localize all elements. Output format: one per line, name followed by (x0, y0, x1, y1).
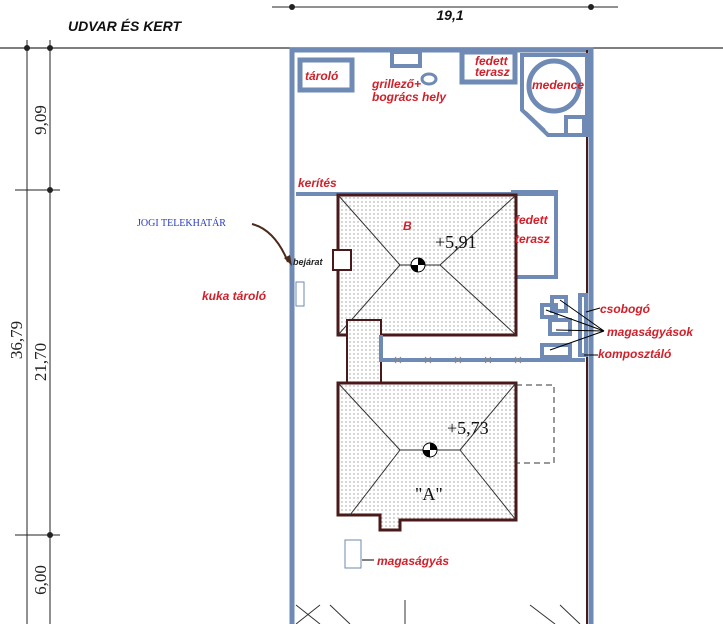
pool (526, 58, 582, 114)
dimension-seg2: 21,70 (31, 343, 50, 381)
label-terrace-top-1: fedett (475, 54, 509, 68)
dimension-seg1: 9,09 (31, 105, 50, 135)
label-entrance: bejárat (293, 257, 324, 267)
label-terrace-2: terasz (515, 232, 550, 246)
label-building-b: B (403, 219, 412, 233)
label-height-a: +5,73 (447, 418, 489, 438)
label-raised-beds: magaságyások (607, 325, 694, 339)
label-brook: csobogó (600, 302, 650, 316)
label-pool: medence (532, 78, 584, 92)
label-bin-storage: kuka tároló (202, 289, 266, 303)
label-height-b: +5,91 (435, 232, 477, 252)
label-compost: komposztáló (598, 347, 671, 361)
label-storage: tároló (305, 69, 338, 83)
plot-boundary (289, 47, 594, 624)
label-grill-1: grillező+ (371, 77, 421, 91)
grill-spot (420, 72, 438, 86)
label-raised-bed: magaságyás (377, 554, 449, 568)
raised-beds (540, 293, 588, 359)
storage-shed (297, 57, 355, 93)
label-fence: kerítés (298, 176, 337, 190)
label-terrace-1: fedett (515, 213, 549, 227)
bin-storage (295, 281, 305, 307)
dimension-seg3: 6,00 (31, 565, 50, 595)
label-building-a: "A" (415, 484, 443, 504)
dimension-total: 36,79 (7, 321, 26, 359)
dimension-width: 19,1 (436, 7, 463, 23)
title: UDVAR ÉS KERT (68, 18, 183, 34)
covered-terrace-top (459, 49, 518, 85)
label-terrace-top-2: terasz (475, 65, 510, 79)
raised-bed (344, 539, 362, 569)
label-legal-boundary: JOGI TELEKHATÁR (137, 217, 226, 229)
entrance-door (332, 249, 352, 271)
label-grill-2: bogrács hely (372, 90, 447, 104)
